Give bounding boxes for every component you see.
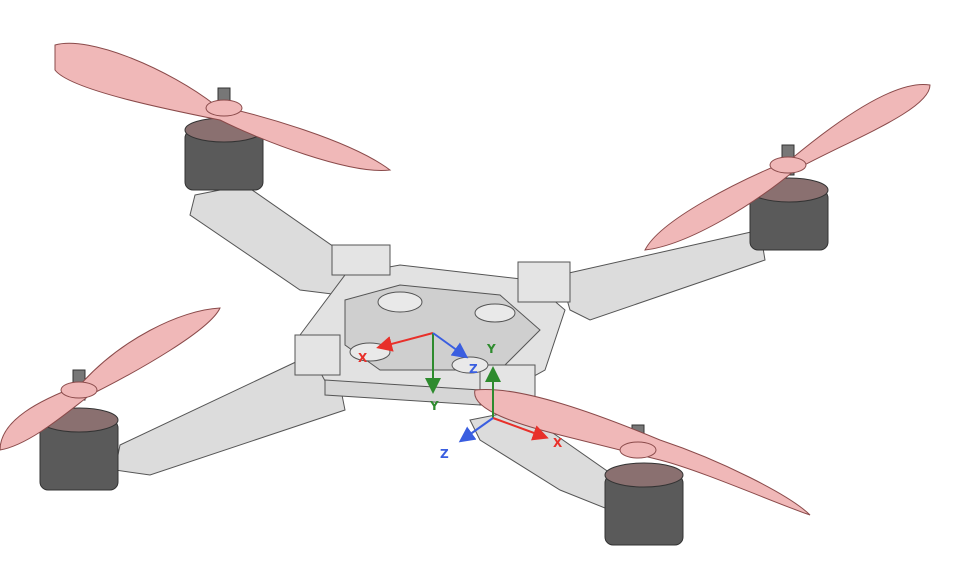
arm-bottom-left (114, 359, 346, 476)
z-axis-arrow (458, 417, 494, 443)
coordinate-triad-2: Y X Z (440, 342, 563, 461)
y-axis-label: Y (486, 342, 496, 356)
arm-top-right (559, 229, 766, 321)
z-axis-arrow (432, 332, 469, 359)
motor-bottom-right (604, 424, 684, 546)
x-axis-label: X (553, 436, 563, 450)
propeller-bottom-left (0, 307, 221, 451)
y-axis-label: Y (429, 399, 439, 413)
motor-top-left (184, 87, 264, 191)
motors (39, 87, 829, 546)
center-frame (294, 244, 571, 406)
coordinate-triad-1: X Y Z (358, 332, 478, 413)
x-axis-arrow (492, 417, 549, 441)
z-axis-label: Z (469, 362, 478, 376)
propellers (0, 42, 931, 516)
z-axis-label: Z (440, 447, 449, 461)
x-axis-arrow (376, 332, 434, 352)
arm-top-left (189, 184, 361, 296)
x-axis-label: X (358, 351, 368, 365)
